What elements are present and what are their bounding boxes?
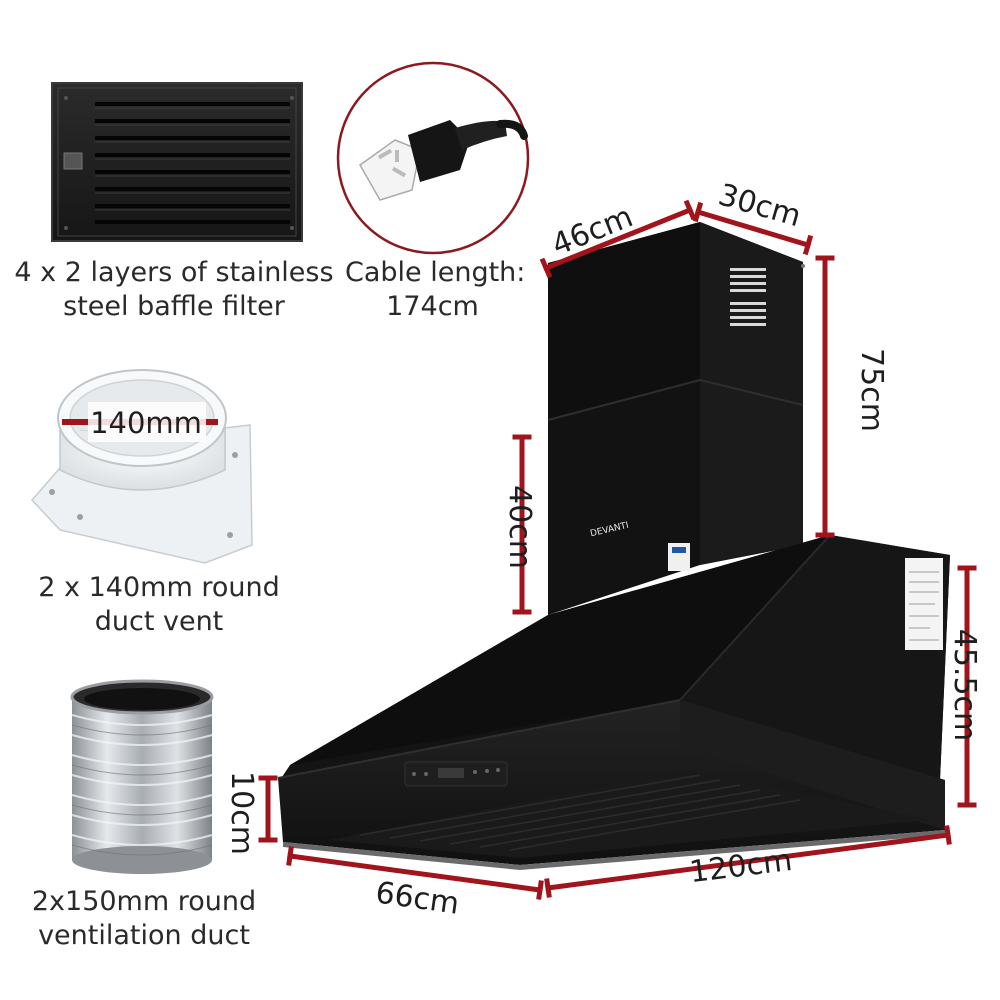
dim-hood-depth: 66cm bbox=[373, 875, 461, 921]
caption-filter-line-1: 4 x 2 layers of stainless bbox=[14, 257, 334, 288]
dim-vent-diameter: 140mm bbox=[90, 406, 202, 440]
dim-chimney-height: 75cm bbox=[854, 348, 889, 432]
range-hood-image bbox=[277, 222, 950, 870]
caption-filter: 4 x 2 layers of stainless steel baffle f… bbox=[14, 256, 334, 324]
caption-vent-line-2: duct vent bbox=[94, 606, 224, 637]
caption-duct: 2x150mm round ventilation duct bbox=[14, 885, 274, 953]
caption-filter-line-2: steel baffle filter bbox=[63, 291, 285, 322]
caption-cable-line-1: Cable length: bbox=[345, 257, 526, 288]
caption-vent: 2 x 140mm round duct vent bbox=[14, 571, 304, 639]
dim-hood-height: 45.5cm bbox=[947, 629, 982, 742]
round-duct-vent-image bbox=[30, 369, 253, 564]
foil-duct-image bbox=[70, 679, 214, 874]
dim-chimney-lower: 40cm bbox=[502, 485, 537, 569]
caption-duct-line-1: 2x150mm round bbox=[31, 886, 257, 917]
caption-cable-line-2: 174cm bbox=[386, 291, 479, 322]
caption-duct-line-2: ventilation duct bbox=[38, 920, 250, 951]
dim-hood-front: 10cm bbox=[224, 771, 259, 855]
dim-chimney-width: 30cm bbox=[714, 177, 804, 234]
dimension-lines bbox=[258, 199, 977, 900]
chimney-vent-slots bbox=[730, 268, 766, 326]
power-plug-image bbox=[336, 61, 530, 255]
baffle-filter-image bbox=[51, 82, 303, 242]
filter-latch bbox=[63, 152, 83, 170]
caption-vent-line-1: 2 x 140mm round bbox=[38, 572, 280, 603]
vent-diameter-marker bbox=[62, 402, 218, 442]
caption-cable: Cable length: 174cm bbox=[345, 256, 526, 324]
